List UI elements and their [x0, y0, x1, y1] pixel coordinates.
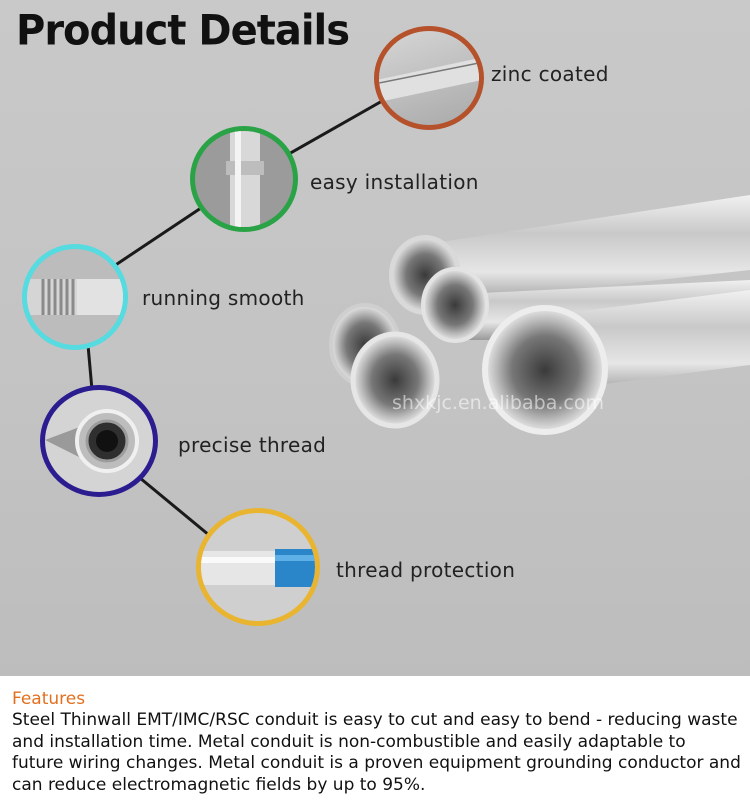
detail-label-zinc-coated: zinc coated	[491, 62, 609, 86]
features-description: Steel Thinwall EMT/IMC/RSC conduit is ea…	[12, 710, 741, 795]
product-details-panel: Product Details	[0, 0, 750, 676]
features-section: Features Steel Thinwall EMT/IMC/RSC cond…	[0, 676, 750, 803]
detail-label-precise-thread: precise thread	[178, 433, 327, 457]
threaded-end-icon	[22, 244, 128, 350]
inner-thread-icon	[40, 385, 158, 497]
conduit-bundle-image	[329, 195, 750, 435]
watermark: shxkjc.en.alibaba.com	[392, 392, 604, 414]
blue-cap-pipe-icon	[196, 508, 320, 626]
features-heading: Features	[12, 689, 86, 709]
coupling-pipe-icon	[190, 126, 298, 232]
page-title: Product Details	[16, 6, 350, 56]
zinc-coated-pipe-icon	[374, 26, 484, 130]
detail-label-thread-protection: thread protection	[336, 558, 516, 582]
detail-label-running-smooth: running smooth	[142, 286, 305, 310]
detail-label-easy-installation: easy installation	[310, 170, 479, 194]
